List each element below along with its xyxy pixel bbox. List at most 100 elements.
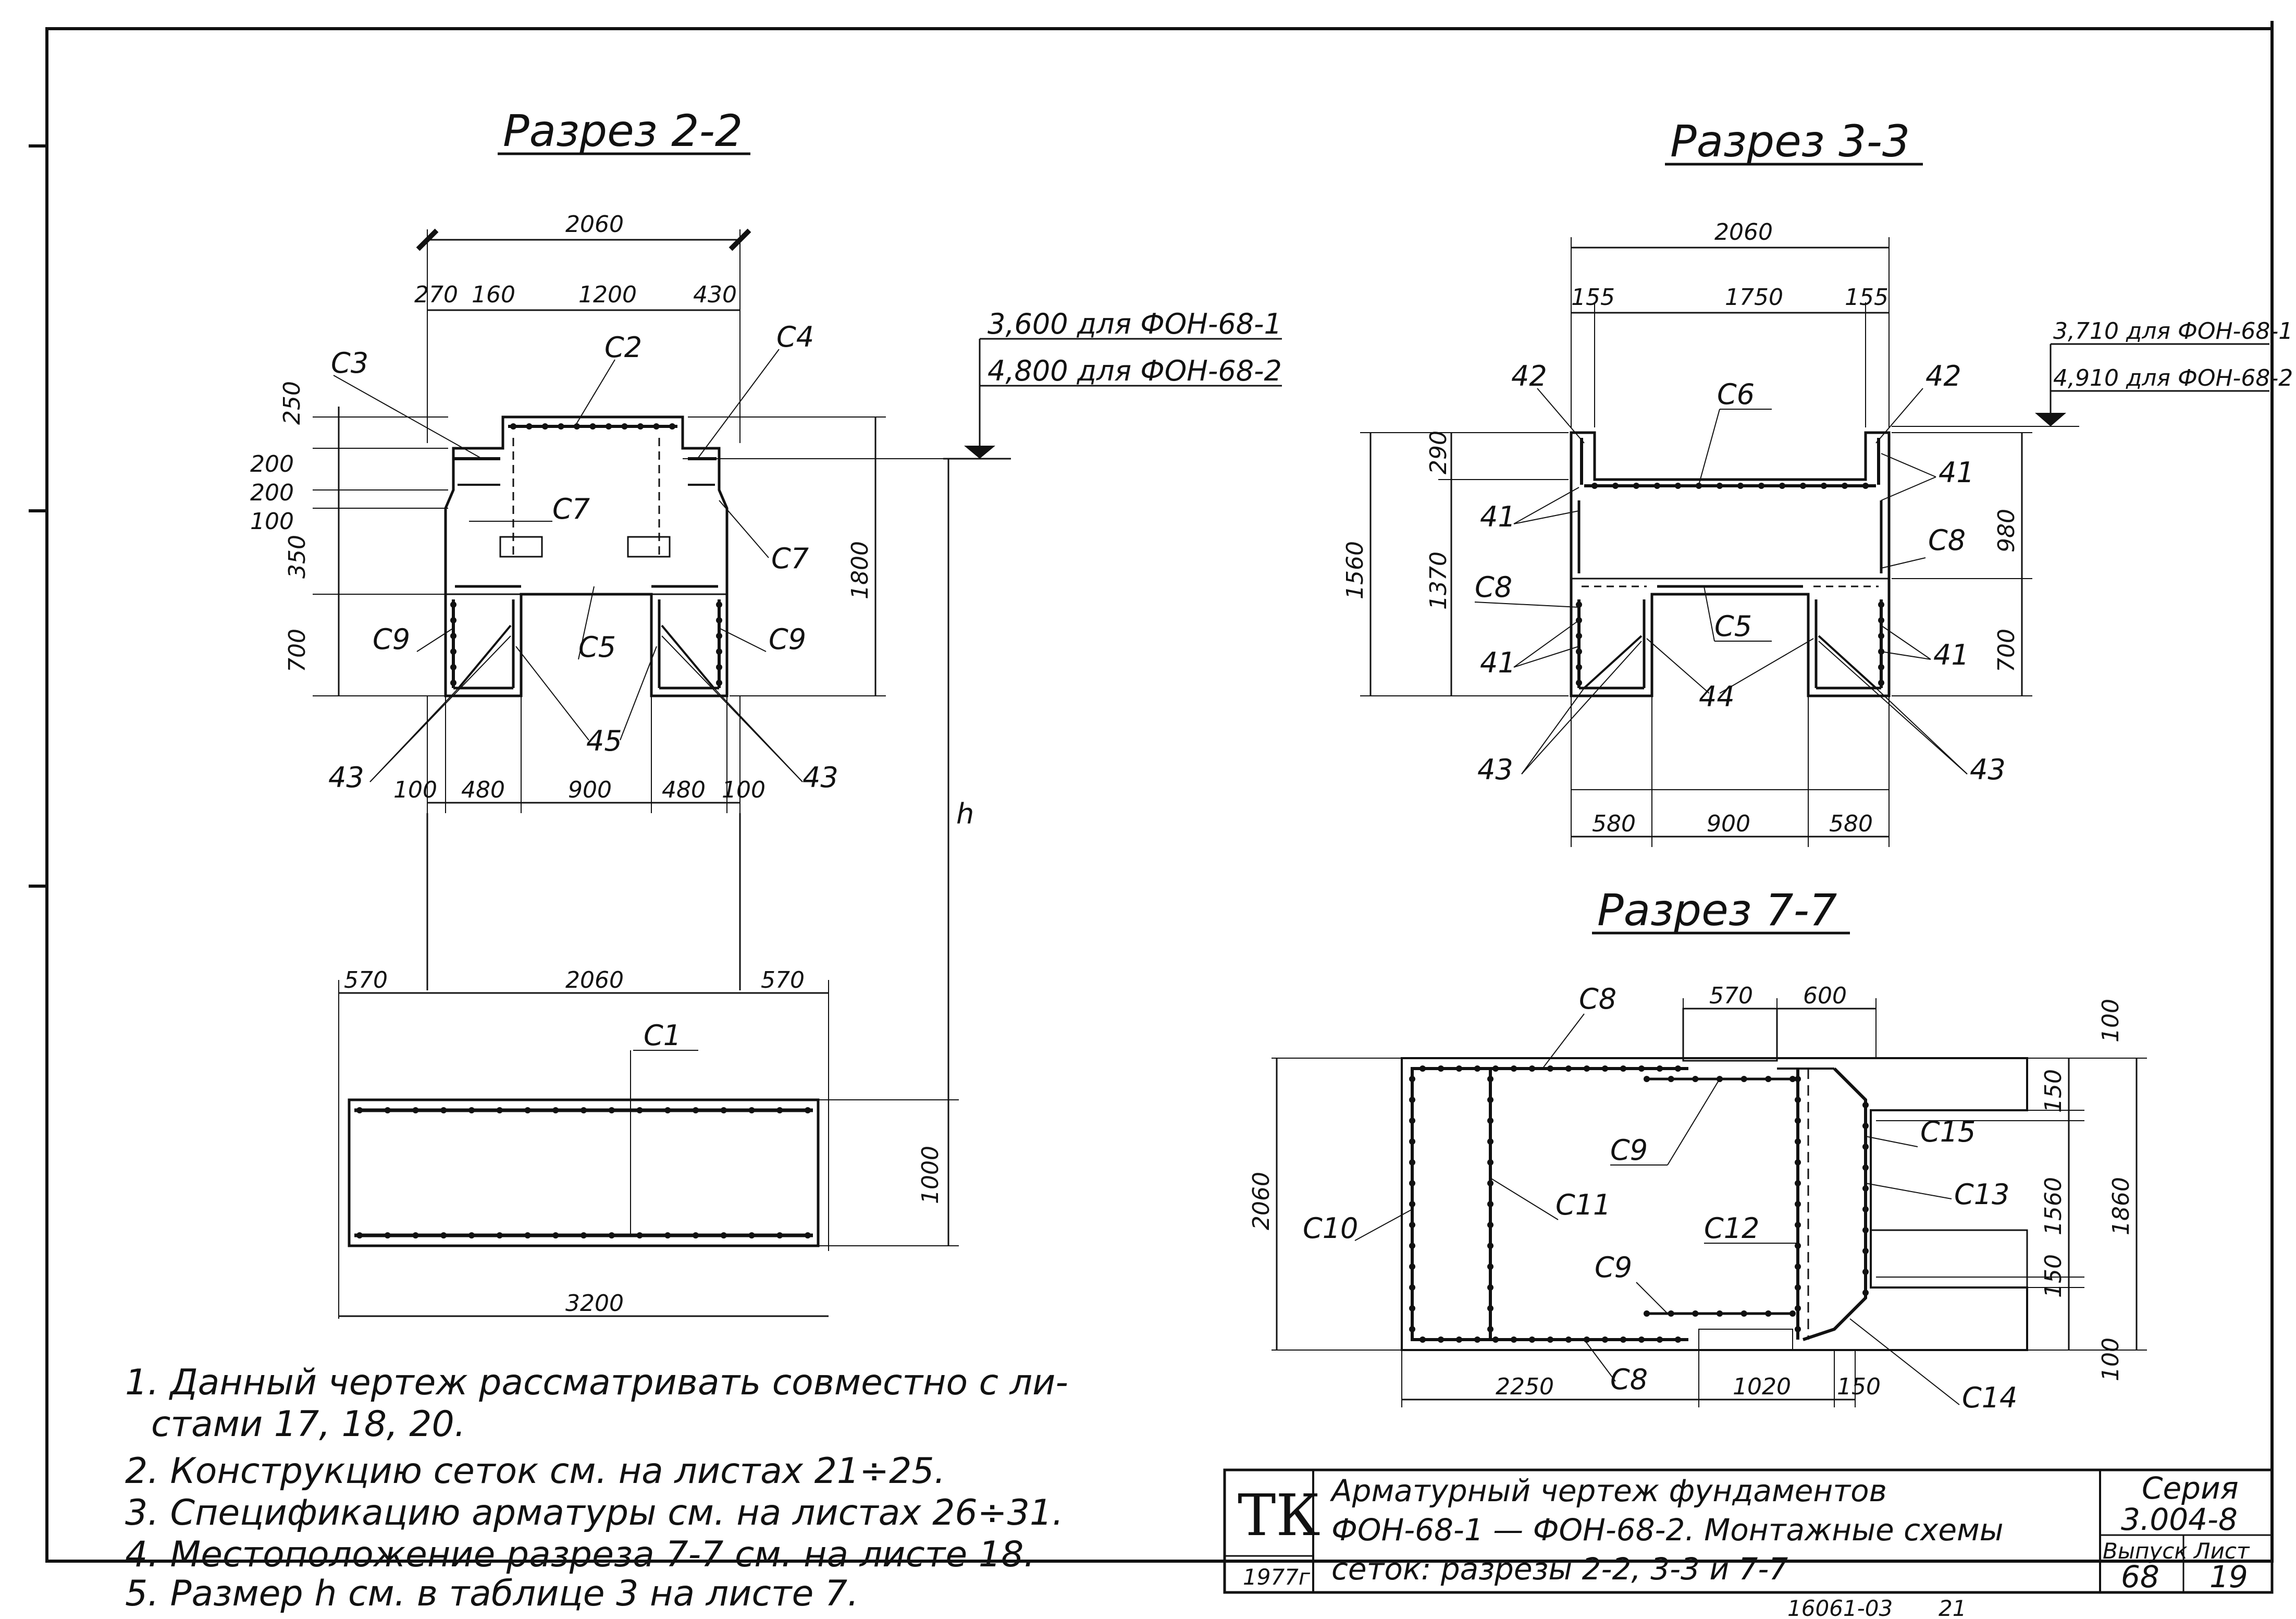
rebar-dot [1409,1264,1415,1270]
rebar-dot [1474,1065,1480,1072]
dim-7-7-right-150b: 150 [2040,1254,2067,1298]
rebar-dot [581,1232,587,1238]
dim-3-3-right-980: 980 [1993,509,2020,553]
rebar-dot [1675,1065,1681,1072]
rebar-dot [1487,1222,1493,1228]
dim-3-3-left-1370: 1370 [1425,551,1452,610]
rebar-dot [1511,1065,1517,1072]
rebar-dot [1795,1180,1801,1186]
rebar-dot [1409,1243,1415,1249]
rebar-dot [1862,1123,1869,1129]
dim-2-2-left-700: 700 [284,629,311,672]
rebar-dot [1511,1336,1517,1343]
rebar-dot [1668,1076,1674,1082]
level-2-2-fon-68-2: 4,800 для ФОН-68-2 [987,354,1282,387]
rebar-dot [1409,1180,1415,1186]
title-block-issue-label: Выпуск [2103,1538,2188,1564]
rebar-dot [1487,1201,1493,1207]
rebar-dot [1529,1336,1535,1343]
rebar-dot [1795,1159,1801,1166]
rebar-dot [1657,1336,1663,1343]
rebar-dot [716,648,722,655]
rebar-dot [1795,1076,1801,1082]
rebar-dot [450,633,456,639]
rebar-dot [1409,1201,1415,1207]
title-block-title-2: ФОН-68-1 — ФОН-68-2. Монтажные схемы [1331,1512,2004,1548]
title-block-logo: ТК [1238,1482,1320,1549]
rebar-dot [1789,1076,1796,1082]
dim-3-3-right-700: 700 [1993,629,2020,672]
rebar-dot [1547,1065,1553,1072]
rebar-dot [716,633,722,639]
rebar-dot [693,1107,699,1113]
dim-7-7-bottom-150: 150 [1837,1373,1881,1400]
rebar-dot [716,602,722,608]
rebar-dot [1487,1284,1493,1291]
label-7-7-c11: С11 [1556,1188,1611,1221]
rebar-dot [1487,1264,1493,1270]
dim-7-7-right-1560: 1560 [2040,1177,2067,1235]
rebar-dot [450,664,456,670]
rebar-dot [1487,1076,1493,1082]
dim-2-2-base-2060: 2060 [565,967,624,994]
dim-2-2-left-100: 100 [250,508,294,535]
rebar-dot [526,423,533,430]
rebar-dot [748,1232,755,1238]
title-block-issue-value: 68 [2121,1559,2159,1595]
section-7-7-title: Разрез 7-7 [1597,885,1837,936]
dim-2-2-left-200a: 200 [250,451,294,477]
rebar-dot [1529,1065,1535,1072]
rebar-dot [450,648,456,655]
rebar-dot [1409,1222,1415,1228]
rebar-dot [636,1107,643,1113]
level-3-3-fon-68-1: 3,710 для ФОН-68-1 [2053,318,2293,345]
dim-2-2-h: h [956,798,974,830]
rebar-dot [589,423,596,430]
rebar-dot [716,664,722,670]
rebar-dot [1795,1118,1801,1124]
rebar-dot [1584,1336,1590,1343]
label-3-3-41-d: 41 [1933,639,1969,671]
rebar-dot [1842,483,1848,489]
rebar-dot [1492,1065,1499,1072]
rebar-dot [1409,1159,1415,1166]
section-7-7: Разрез 7-7 570 600 2060 С8 С9 [1248,885,2147,1414]
rebar-dot [1862,1144,1869,1150]
rebar-dot [621,423,628,430]
rebar-dot [1576,617,1582,623]
rebar-dot [356,1107,363,1113]
label-2-2-c4: С4 [776,321,814,353]
dim-3-3-left-1560: 1560 [1342,541,1368,599]
rebar-dot [1487,1097,1493,1103]
rebar-dot [716,680,722,686]
section-3-3-title: Разрез 3-3 [1670,116,1910,167]
rebar-dot [1487,1138,1493,1145]
rebar-dot [1878,680,1884,686]
rebar-dot [1758,483,1764,489]
rebar-dot [356,1232,363,1238]
rebar-dot [1638,1336,1645,1343]
rebar-dot [1765,1076,1772,1082]
dim-7-7-right-150a: 150 [2040,1069,2067,1113]
rebar-dot [1492,1336,1499,1343]
rebar-dot [1633,483,1639,489]
rebar-dot [1779,483,1785,489]
rebar-dot [1862,1290,1869,1296]
rebar-dot [653,423,660,430]
rebar-dot [496,1232,503,1238]
dim-3-3-bottom-900: 900 [1707,811,1750,837]
rebar-dot [748,1107,755,1113]
rebar-dot [1409,1284,1415,1291]
dim-2-2-left-200b: 200 [250,480,294,506]
rebar-dot [1740,1076,1747,1082]
footer-page: 21 [1939,1596,1966,1619]
rebar-dot [450,680,456,686]
rebar-dot [664,1107,671,1113]
label-3-3-41-b: 41 [1939,456,1974,489]
rebar-dot [1584,1065,1590,1072]
title-block-title-1: Арматурный чертеж фундаментов [1329,1473,1887,1508]
dim-2-2-base-570b: 570 [761,967,805,994]
rebar-dot [776,1107,783,1113]
dim-7-7-right-100b: 100 [2097,1338,2124,1381]
rebar-dot [542,423,548,430]
